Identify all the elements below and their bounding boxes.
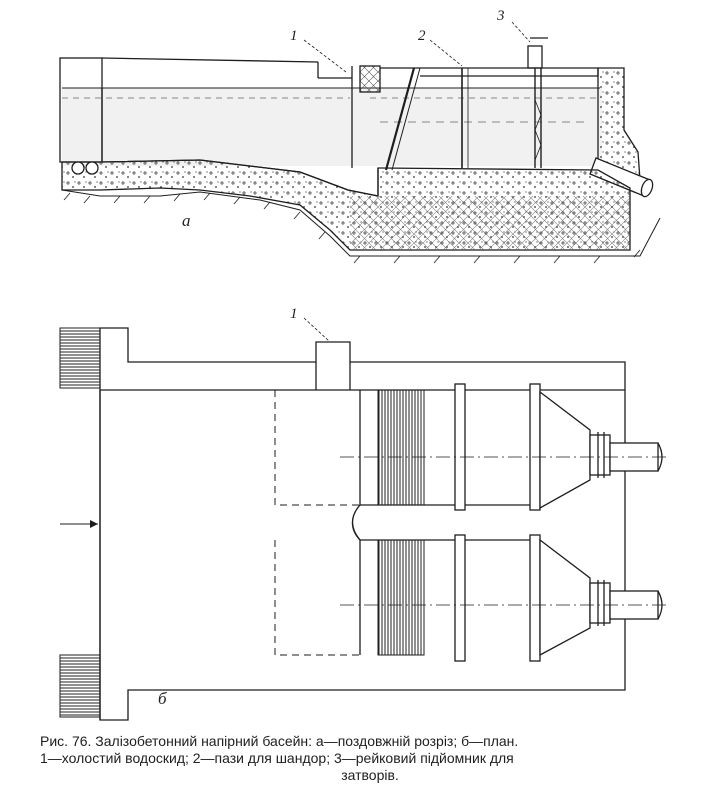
cone-top: [539, 390, 591, 510]
callout-1-section: 1: [290, 28, 298, 44]
spillway-block: [359, 65, 381, 93]
ground-line: [61, 189, 661, 257]
callout-1-plan: 1: [290, 306, 298, 322]
screen-bottom: [377, 539, 425, 656]
cone-bottom: [539, 538, 591, 657]
callout-leader-3: [511, 21, 531, 43]
pipe-bottom: [589, 580, 663, 626]
callout-leader-2: [429, 39, 463, 67]
inlet-wall-top: [59, 327, 101, 389]
figure-drawing: 1 2 3 а: [59, 8, 668, 721]
plan-label: б: [158, 689, 167, 708]
caption-line-2: 1—холостий водоскид; 2—пази для шандор; …: [40, 750, 514, 766]
plan-view: [59, 317, 668, 721]
flow-arrow: [60, 520, 98, 528]
water-area: [62, 88, 602, 166]
pipe-top: [589, 432, 663, 478]
forebay-dashed-top: [274, 390, 360, 506]
caption-line-3: затворів.: [341, 767, 399, 783]
callout-leader-plan-1: [303, 317, 331, 343]
callout-2-section: 2: [418, 28, 426, 44]
trash-screen: [384, 67, 416, 171]
callout-leader-1: [303, 39, 347, 73]
caption-line-1: Рис. 76. Залізобетонний напірний басейн:…: [40, 733, 519, 749]
drain-pipe-left: [71, 161, 85, 175]
slot-top: [454, 383, 466, 511]
rack-lifter: [527, 45, 543, 69]
forebay-dashed-bottom: [274, 540, 360, 656]
basin-outline: [99, 327, 626, 721]
longitudinal-section: [59, 21, 661, 264]
screen-top: [377, 389, 425, 506]
callout-3-section: 3: [496, 8, 505, 24]
outlet-pipe: [589, 157, 654, 198]
slot-bottom: [454, 534, 466, 662]
figure-caption: Рис. 76. Залізобетонний напірний басейн:…: [40, 733, 700, 784]
inlet-wall-bottom: [59, 654, 101, 718]
section-label: а: [182, 211, 191, 230]
